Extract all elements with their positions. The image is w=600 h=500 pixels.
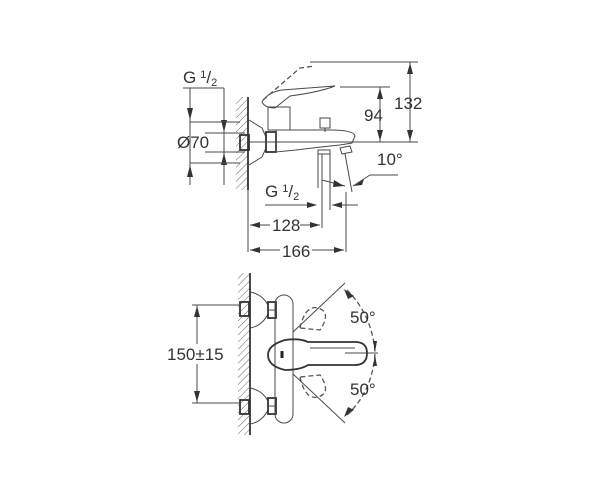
outlet-nut (317, 149, 331, 155)
lever-pos-up (299, 307, 327, 331)
lever-handle (267, 338, 368, 371)
spout-body (275, 129, 356, 153)
lever-raised-position (262, 65, 316, 101)
valve-housing (267, 106, 291, 131)
wall-hatch (236, 97, 248, 190)
rotation-down-label: 50° (350, 380, 376, 399)
total-height-label: 132 (394, 94, 422, 113)
rosette-upper (249, 291, 269, 329)
center-distance-label: 150±15 (167, 345, 224, 364)
rosette-diameter-label: Ø70 (177, 133, 209, 152)
front-view: 50° 50° 150±15 (165, 273, 378, 435)
inlet-lower (239, 399, 250, 415)
total-projection-label: 166 (282, 242, 310, 261)
diverter-knob (319, 117, 331, 129)
rosette-lower (249, 387, 269, 425)
inlet-upper (239, 301, 250, 317)
outlet-projection-label: 128 (272, 216, 300, 235)
inlet-fitting (239, 134, 250, 151)
spout-angle-label: 10° (377, 150, 403, 169)
wall-hatch-front (238, 273, 250, 435)
lever-pos-down (299, 374, 327, 398)
lever (261, 85, 336, 109)
lever-height-label: 94 (364, 106, 383, 125)
rotation-up-label: 50° (350, 308, 376, 327)
mixer-body (274, 294, 294, 424)
